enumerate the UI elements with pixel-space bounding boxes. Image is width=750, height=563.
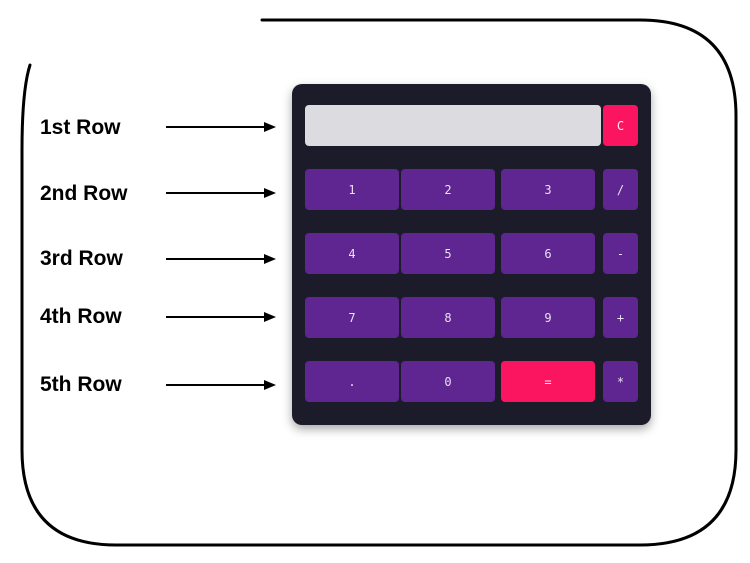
key-divide[interactable]: /	[603, 169, 638, 210]
key-multiply[interactable]: *	[603, 361, 638, 402]
key-decimal[interactable]: .	[305, 361, 399, 402]
key-4[interactable]: 4	[305, 233, 399, 274]
arrow-row-4	[166, 312, 276, 322]
key-0[interactable]: 0	[401, 361, 495, 402]
row-label-1: 1st Row	[40, 116, 121, 139]
key-8[interactable]: 8	[401, 297, 495, 338]
key-5[interactable]: 5	[401, 233, 495, 274]
arrow-row-2	[166, 188, 276, 198]
key-subtract[interactable]: -	[603, 233, 638, 274]
display-input[interactable]	[305, 105, 601, 146]
clear-button[interactable]: C	[603, 105, 638, 146]
key-2[interactable]: 2	[401, 169, 495, 210]
key-7[interactable]: 7	[305, 297, 399, 338]
arrow-row-5	[166, 380, 276, 390]
row-label-3: 3rd Row	[40, 247, 123, 270]
key-6[interactable]: 6	[501, 233, 595, 274]
row-label-4: 4th Row	[40, 305, 122, 328]
key-3[interactable]: 3	[501, 169, 595, 210]
key-add[interactable]: +	[603, 297, 638, 338]
key-9[interactable]: 9	[501, 297, 595, 338]
arrow-row-3	[166, 254, 276, 264]
arrow-row-1	[166, 122, 276, 132]
row-label-5: 5th Row	[40, 373, 122, 396]
calculator-body: C 1 2 3 / 4 5 6 - 7 8 9 + . 0 = *	[292, 84, 651, 425]
key-1[interactable]: 1	[305, 169, 399, 210]
row-label-2: 2nd Row	[40, 182, 128, 205]
equals-button[interactable]: =	[501, 361, 595, 402]
